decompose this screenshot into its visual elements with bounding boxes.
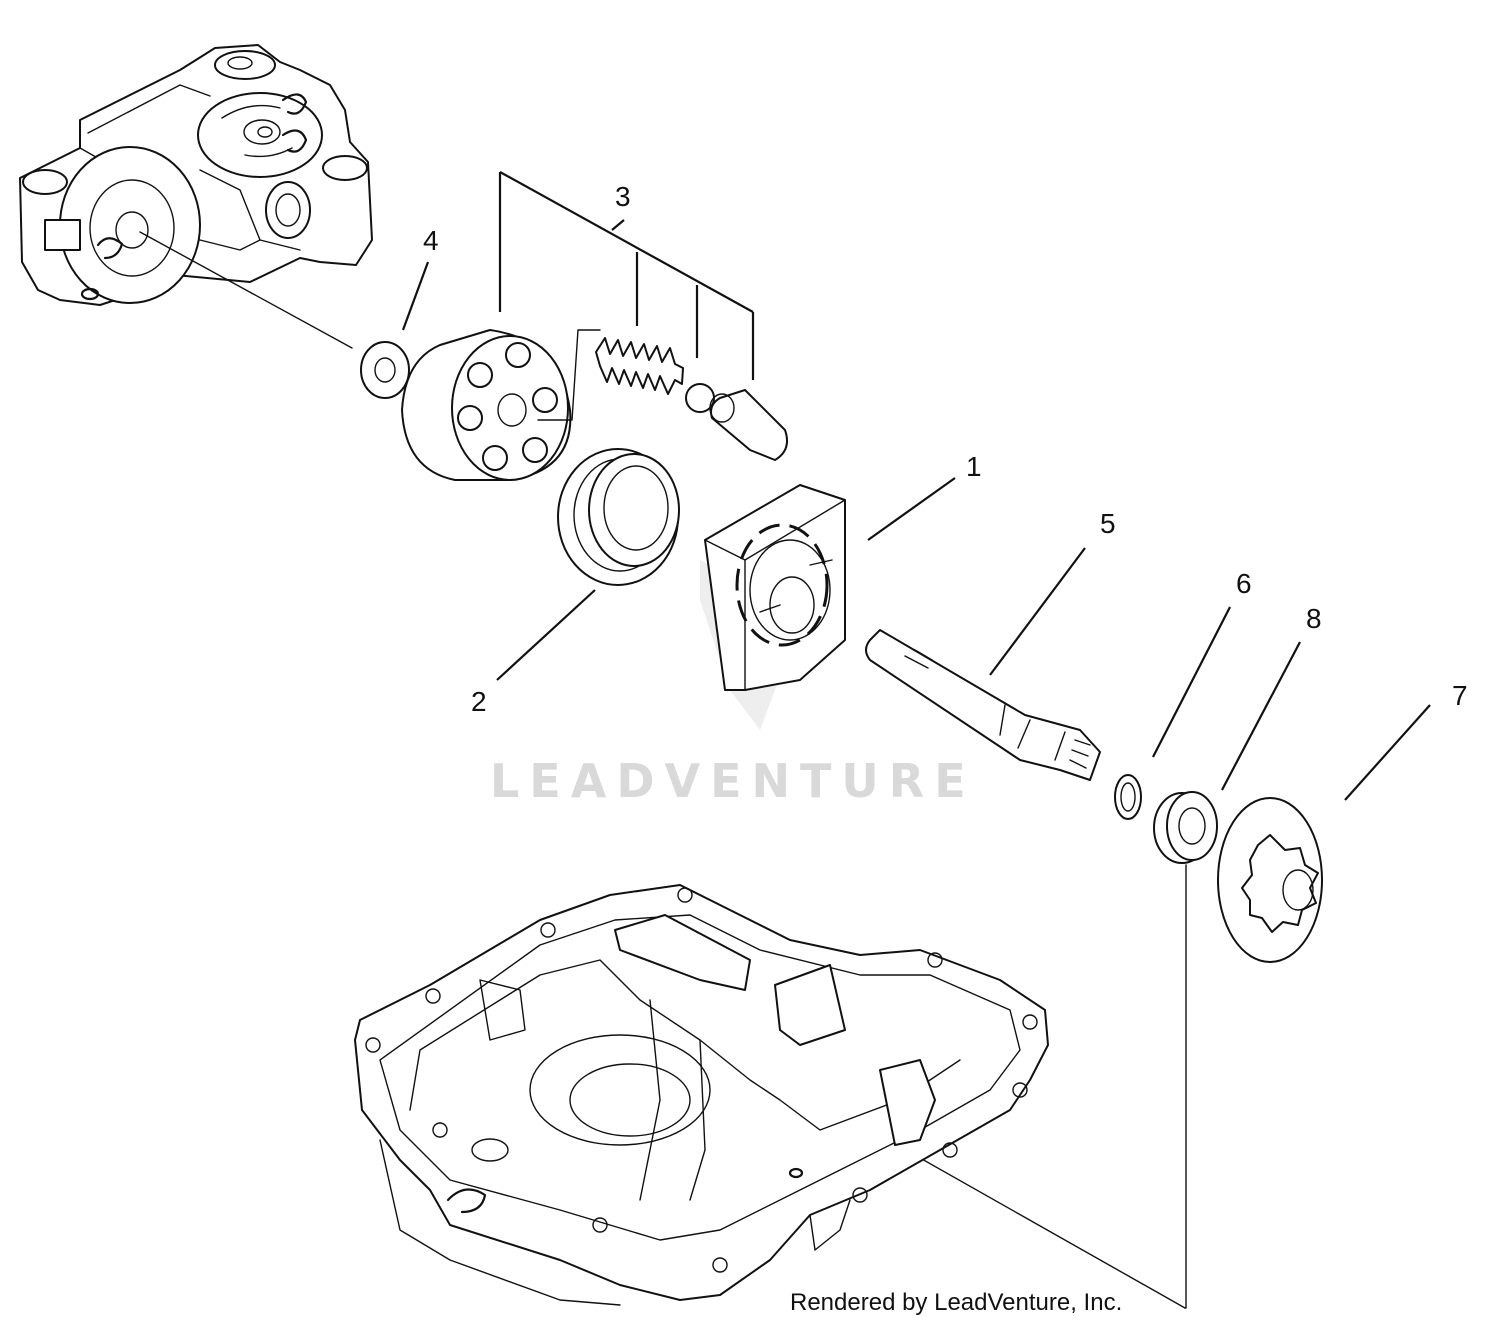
callout-5: 5 <box>1100 508 1116 539</box>
leader-6 <box>1152 606 1231 758</box>
piston <box>709 389 788 461</box>
callout-1: 1 <box>966 451 982 482</box>
callout-6: 6 <box>1236 568 1252 599</box>
leader-2 <box>496 589 596 681</box>
thrust-ring-part-2 <box>557 448 680 586</box>
callout-7: 7 <box>1452 680 1468 711</box>
alignment-line-b <box>537 329 601 421</box>
circlip-part-6 <box>1114 774 1142 820</box>
callout-4: 4 <box>423 225 439 256</box>
leader-5 <box>989 547 1086 676</box>
washer-part-4 <box>360 341 410 399</box>
swash-plate-part-1 <box>704 484 846 691</box>
leader-1 <box>867 477 956 541</box>
callout-8: 8 <box>1306 603 1322 634</box>
cylinder-block-part-3 <box>401 329 572 481</box>
input-shaft-part-5 <box>865 629 1101 781</box>
leader-7 <box>1344 704 1431 801</box>
leader-4 <box>401 261 430 331</box>
alignment-line-c <box>1184 864 1187 1309</box>
render-credit: Rendered by LeadVenture, Inc. <box>790 1289 1122 1316</box>
svg-text:LEADVENTURE: LEADVENTURE <box>490 754 976 808</box>
callout-2: 2 <box>471 686 487 717</box>
spring <box>595 337 684 395</box>
upper-housing <box>19 44 373 306</box>
lower-housing <box>354 884 1049 1306</box>
alignment-line-a <box>139 231 353 349</box>
leader-8 <box>1221 641 1301 791</box>
bearing-part-8 <box>1153 791 1218 864</box>
gear-part-7 <box>1217 797 1323 963</box>
callout-3: 3 <box>615 181 631 212</box>
callout-3-bracket <box>498 171 755 380</box>
